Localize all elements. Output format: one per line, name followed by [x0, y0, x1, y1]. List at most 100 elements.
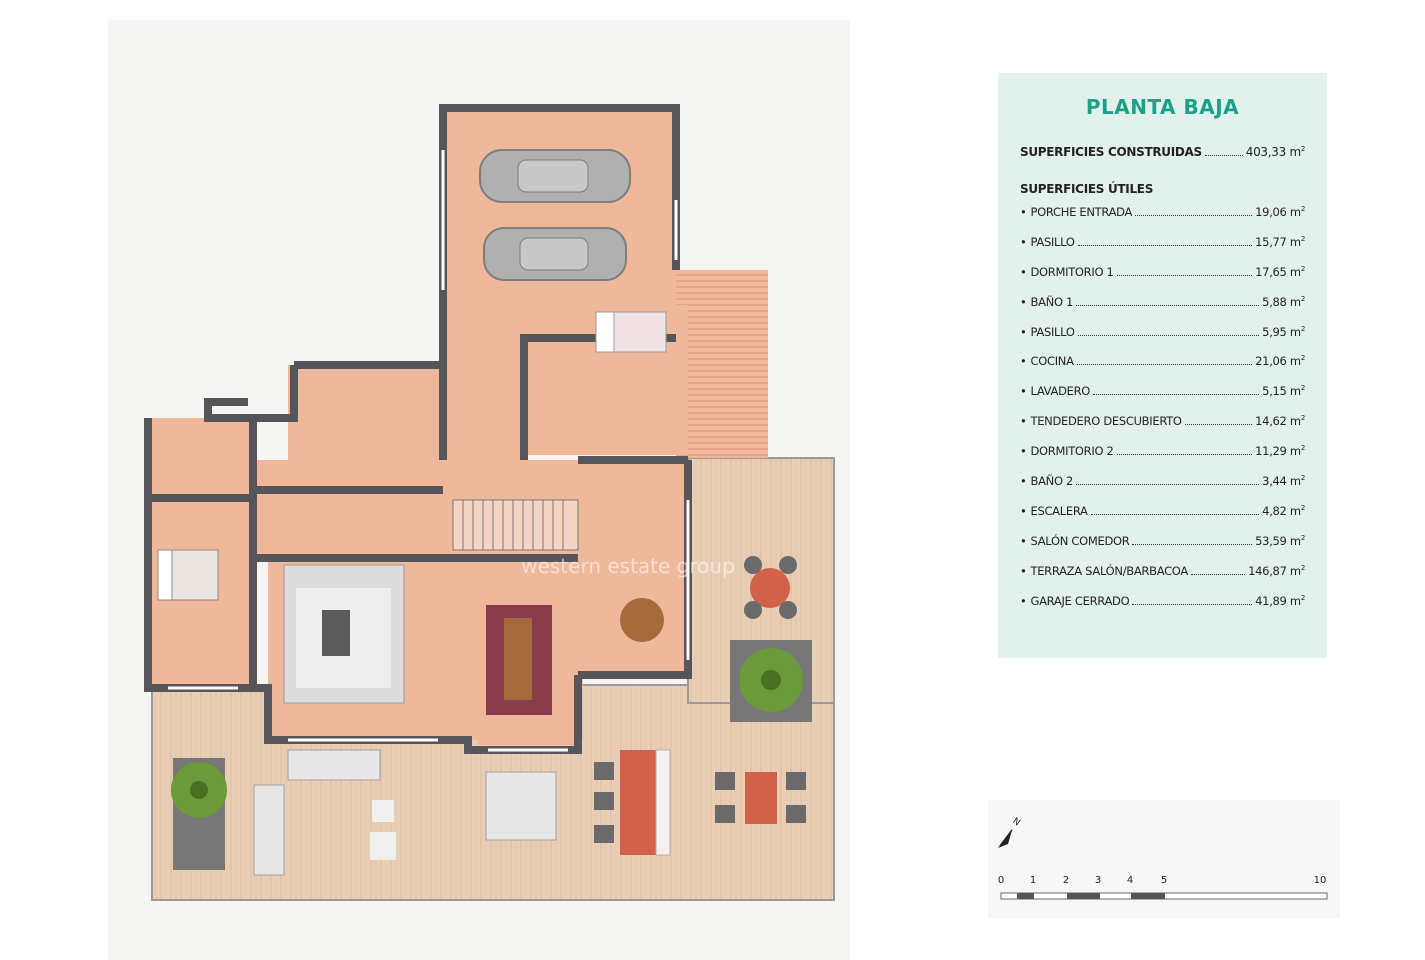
- palm-tree-icon: [171, 758, 227, 870]
- area-value: 15,77 m2: [1255, 234, 1305, 249]
- tendedero-descubierto: [676, 270, 768, 458]
- lounger-icon: [485, 771, 557, 841]
- palm-tree-icon: [730, 640, 812, 722]
- area-value: 3,44 m2: [1262, 474, 1305, 489]
- bullet-icon: •: [1020, 414, 1027, 429]
- pasillo: [253, 460, 453, 555]
- area-row: •COCINA 21,06 m2: [1020, 354, 1305, 384]
- area-value: 19,06 m2: [1255, 205, 1305, 219]
- bath-2-area: [443, 338, 524, 463]
- car-icon: [483, 227, 627, 281]
- bullet-icon: •: [1020, 533, 1027, 548]
- scale-bar: N: [998, 816, 1328, 900]
- bullet-icon: •: [1020, 354, 1027, 369]
- dot-leader: [1116, 274, 1253, 276]
- windows: [168, 150, 690, 752]
- built-surface-label: SUPERFICIES CONSTRUIDAS: [1020, 145, 1202, 159]
- dot-leader: [1184, 424, 1253, 426]
- area-name: TENDEDERO DESCUBIERTO: [1030, 414, 1182, 429]
- scale-bar-segment: [1017, 893, 1034, 899]
- bullet-icon: •: [1020, 384, 1027, 399]
- stool-icon: [370, 832, 396, 860]
- outdoor-sofa-icon: [287, 749, 381, 781]
- dot-leader: [1116, 454, 1253, 456]
- area-name: PORCHE ENTRADA: [1030, 205, 1133, 219]
- dot-leader: [1132, 603, 1253, 605]
- area-value: 41,89 m2: [1255, 593, 1305, 608]
- area-row: •PASILLO 5,95 m2: [1020, 325, 1305, 355]
- dot-leader: [1076, 364, 1253, 366]
- area-value: 5,95 m2: [1262, 324, 1305, 339]
- built-surface-row: SUPERFICIES CONSTRUIDAS 403,33 m2: [1020, 145, 1305, 159]
- area-name: DORMITORIO 2: [1030, 444, 1114, 459]
- watermark-text: western estate group: [521, 554, 735, 578]
- dot-leader: [1076, 484, 1260, 486]
- dot-leader: [1132, 543, 1253, 545]
- area-row: •TERRAZA SALÓN/BARBACOA 146,87 m2: [1020, 564, 1305, 594]
- area-value: 21,06 m2: [1255, 354, 1305, 369]
- scale-bar-segment: [1131, 893, 1165, 899]
- bbq-counter-icon: [655, 749, 671, 856]
- bullet-icon: •: [1020, 503, 1027, 518]
- floor-plan-area: western estate group: [108, 20, 850, 960]
- area-value: 17,65 m2: [1255, 264, 1305, 279]
- area-row: •ESCALERA 4,82 m2: [1020, 504, 1305, 534]
- scale-tick-label: 4: [1126, 875, 1134, 886]
- dot-leader: [1076, 304, 1260, 306]
- scale-tick-label: 0: [997, 875, 1005, 886]
- area-name: COCINA: [1030, 354, 1074, 369]
- built-surface-value: 403,33 m2: [1245, 145, 1306, 159]
- dining-table-icon: [504, 618, 532, 700]
- area-name: TERRAZA SALÓN/BARBACOA: [1030, 563, 1188, 578]
- north-label: N: [1010, 816, 1021, 828]
- area-name: DORMITORIO 1: [1030, 264, 1114, 279]
- area-row: •TENDEDERO DESCUBIERTO 14,62 m2: [1020, 414, 1305, 444]
- scale-tick-label: 5: [1160, 875, 1168, 886]
- scale-tick-label: 1: [1029, 875, 1037, 886]
- dot-leader: [1135, 215, 1253, 216]
- area-value: 11,29 m2: [1255, 444, 1305, 459]
- area-value: 14,62 m2: [1255, 414, 1305, 429]
- bullet-icon: •: [1020, 264, 1027, 279]
- dot-leader: [1077, 334, 1260, 336]
- bullet-icon: •: [1020, 474, 1027, 489]
- car-icon: [479, 149, 631, 203]
- area-value: 146,87 m2: [1248, 563, 1305, 578]
- area-name: BAÑO 2: [1030, 474, 1074, 489]
- scale-tick-label: 2: [1062, 875, 1070, 886]
- area-name: GARAJE CERRADO: [1030, 593, 1130, 608]
- outdoor-table-icon: [745, 772, 777, 824]
- area-row: •DORMITORIO 1 17,65 m2: [1020, 265, 1305, 295]
- area-name: PASILLO: [1030, 324, 1075, 339]
- bullet-icon: •: [1020, 593, 1027, 608]
- area-name: SALÓN COMEDOR: [1030, 533, 1130, 548]
- area-row: •DORMITORIO 2 11,29 m2: [1020, 444, 1305, 474]
- dot-leader: [1204, 155, 1243, 156]
- stool-icon: [372, 800, 394, 822]
- bullet-icon: •: [1020, 563, 1027, 578]
- stairs-icon: [452, 499, 579, 551]
- garage: [443, 108, 676, 338]
- bullet-icon: •: [1020, 205, 1027, 219]
- area-value: 5,15 m2: [1262, 384, 1305, 399]
- floor-plan-drawing: western estate group: [144, 104, 835, 901]
- area-name: BAÑO 1: [1030, 294, 1074, 309]
- bed-pillow: [595, 311, 615, 353]
- bullet-icon: •: [1020, 294, 1027, 309]
- north-arrow-icon: [998, 829, 1013, 848]
- dot-leader: [1077, 244, 1253, 246]
- bullet-icon: •: [1020, 324, 1027, 339]
- dot-leader: [1093, 394, 1260, 396]
- area-name: ESCALERA: [1030, 503, 1088, 518]
- area-row: •GARAJE CERRADO 41,89 m2: [1020, 594, 1305, 624]
- scale-bar-segment: [1067, 893, 1100, 899]
- bullet-icon: •: [1020, 444, 1027, 459]
- area-value: 4,82 m2: [1262, 503, 1305, 518]
- area-row: •BAÑO 2 3,44 m2: [1020, 474, 1305, 504]
- long-table-icon: [620, 750, 656, 855]
